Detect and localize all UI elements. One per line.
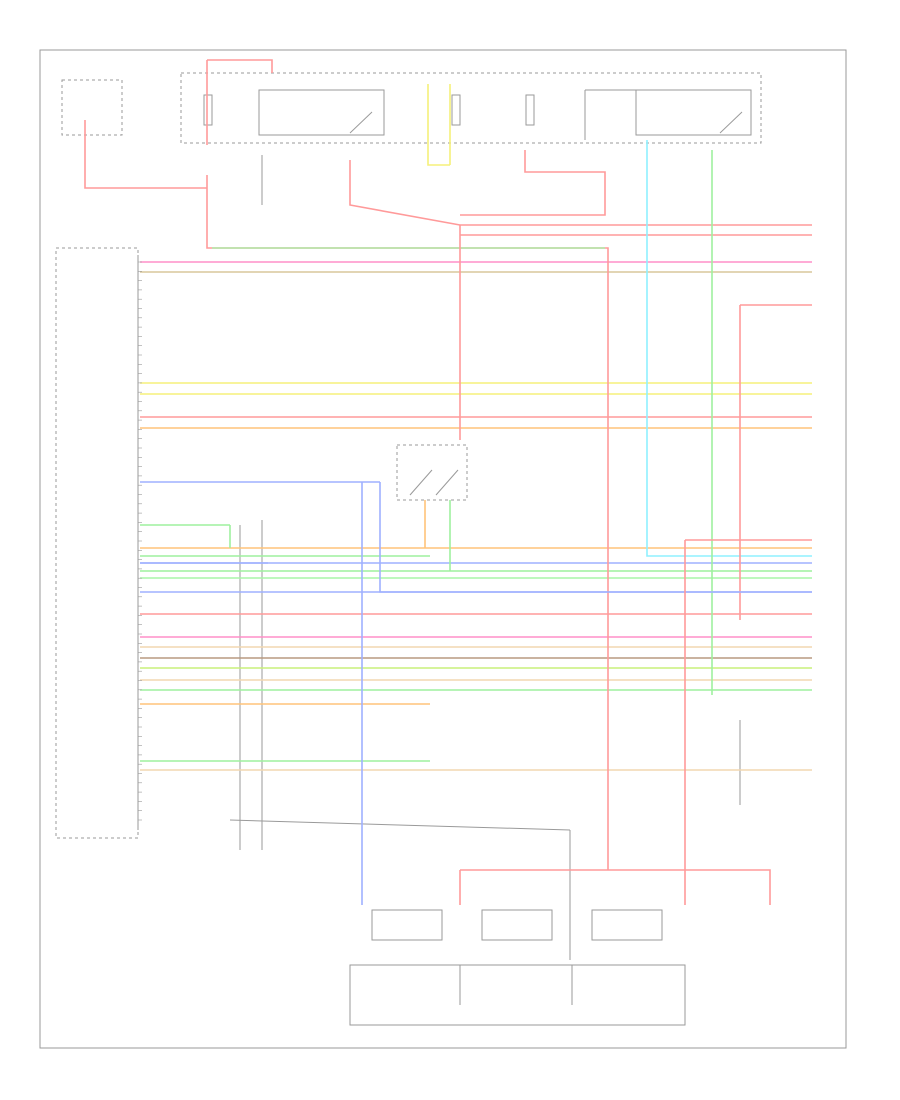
pump-monitor-wire — [646, 140, 812, 557]
relay-output-wire — [349, 160, 461, 226]
sensor-switch — [435, 469, 459, 496]
shift-solenoid-3 — [591, 909, 663, 941]
shift-solenoid-1 — [371, 909, 443, 941]
power-distribution-box — [180, 72, 762, 144]
relay-switch — [719, 111, 743, 134]
relay-switch — [349, 111, 373, 134]
ground-wire — [229, 819, 571, 831]
diagram-border — [39, 49, 847, 1049]
solenoid-body — [349, 964, 686, 1026]
powertrain-control-module — [55, 247, 139, 839]
fuse-element — [203, 94, 213, 126]
hot-at-all-times-wire — [84, 120, 207, 189]
sensor-switch — [409, 469, 433, 496]
fuse-feed-wire — [207, 59, 273, 73]
fuse-element — [525, 94, 535, 126]
fuse-yellow-wire — [427, 84, 450, 166]
fuse-element — [451, 94, 461, 126]
fuel-pump-relay — [635, 89, 752, 136]
transmission-range-sensor — [396, 444, 468, 501]
hot-at-all-times-fuse — [61, 79, 123, 136]
pcm-power-relay — [258, 89, 385, 136]
tss-wire — [379, 482, 812, 593]
wire-group — [84, 59, 812, 905]
pump-relay-wire — [460, 150, 606, 216]
pcm-power-wire — [206, 175, 609, 870]
pin-label-group — [138, 261, 142, 821]
solenoid-power-wire — [460, 869, 771, 905]
shift-solenoid-2 — [481, 909, 553, 941]
